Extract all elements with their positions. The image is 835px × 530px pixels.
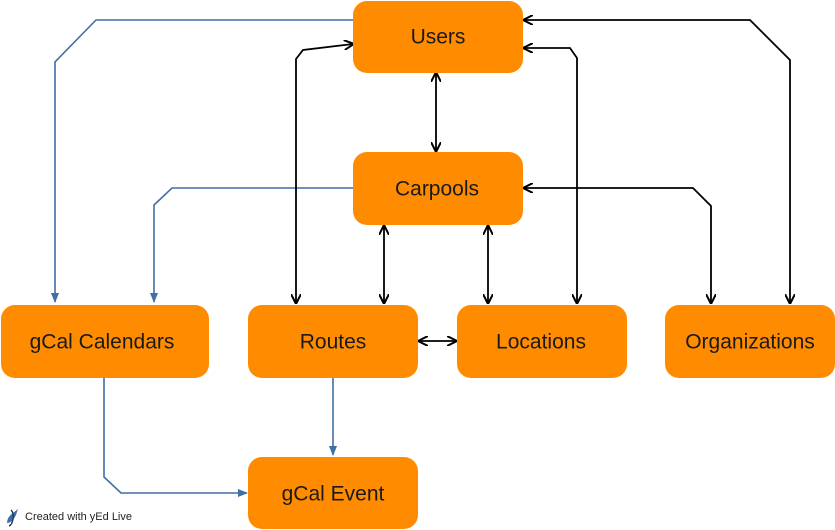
yed-logo-icon [4,507,22,527]
node-users[interactable]: Users [353,1,523,73]
black-edges [296,20,790,341]
edge-users-to-gcal-calendars[interactable] [51,19,353,303]
node-organizations-label: Organizations [685,331,815,354]
blue-edges [51,19,353,497]
node-users-label: Users [411,26,466,49]
node-carpools-label: Carpools [395,178,479,201]
node-gcal-event-label: gCal Event [282,483,385,506]
edge-carpools-to-gcal-calendars[interactable] [150,187,353,303]
edge-users-organizations[interactable] [524,20,790,303]
node-organizations[interactable]: Organizations [665,305,835,378]
node-gcal-calendars[interactable]: gCal Calendars [1,305,209,378]
node-routes[interactable]: Routes [248,305,418,378]
yed-credit-text: Created with yEd Live [25,511,132,523]
node-locations-label: Locations [496,331,586,354]
node-carpools[interactable]: Carpools [353,152,523,225]
edge-carpools-organizations[interactable] [524,188,711,303]
edge-users-locations[interactable] [524,48,577,303]
node-routes-label: Routes [300,331,367,354]
node-gcal-event[interactable]: gCal Event [248,457,418,529]
yed-credit[interactable]: Created with yEd Live [4,507,132,527]
edge-gcal-calendars-to-gcal-event[interactable] [103,378,248,497]
node-locations[interactable]: Locations [457,305,627,378]
node-gcal-calendars-label: gCal Calendars [30,331,175,354]
edge-users-routes[interactable] [296,44,353,303]
